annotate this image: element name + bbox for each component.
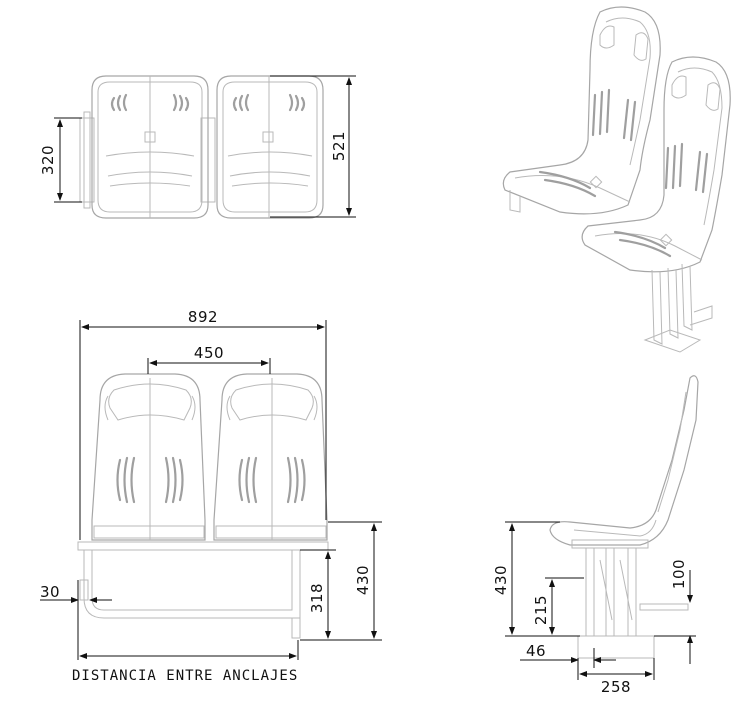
- iso-seat-back: [502, 6, 661, 215]
- top-view-seat-left: [91, 75, 209, 219]
- front-view: 892 450 430 318 30 DISTANCIA ENTRE ANCLA…: [40, 308, 382, 684]
- dim-top-height: 521: [330, 131, 348, 161]
- dim-top-depth: 320: [39, 145, 57, 175]
- dim-front-offset: 30: [40, 583, 60, 601]
- side-view-seat: [549, 375, 699, 659]
- front-view-seat-right: [213, 373, 328, 541]
- dim-side-frame: 215: [532, 595, 550, 625]
- dim-side-height: 430: [492, 565, 510, 595]
- dim-side-offset: 46: [526, 642, 546, 660]
- iso-seat-front: [581, 56, 731, 353]
- top-view: 521 320: [39, 75, 356, 219]
- isometric-view: [502, 6, 731, 353]
- dim-side-leg: 100: [670, 559, 688, 589]
- dim-front-pitch: 450: [194, 344, 224, 362]
- caption-anchor-distance: DISTANCIA ENTRE ANCLAJES: [72, 668, 298, 684]
- dim-front-frame: 318: [308, 583, 326, 613]
- dim-side-base: 258: [601, 678, 631, 696]
- side-view: 430 215 100 46 258: [492, 375, 699, 696]
- dim-front-width: 892: [188, 308, 218, 326]
- top-view-seat-right: [216, 75, 324, 219]
- front-view-seat-left: [91, 373, 206, 541]
- dim-front-height: 430: [354, 565, 372, 595]
